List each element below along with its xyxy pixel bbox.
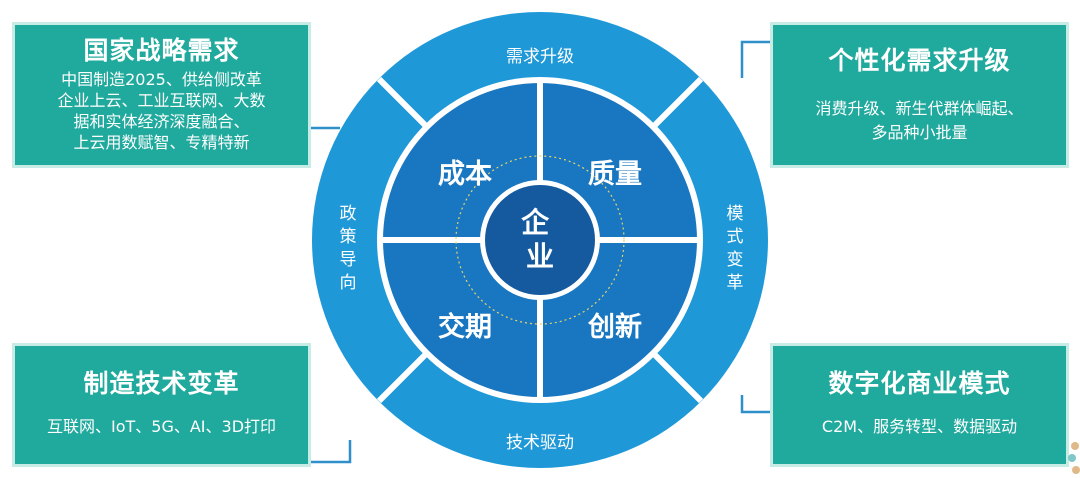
- ring-label-left-char: 策: [340, 227, 357, 247]
- box-description: 中国制造2025、供给侧改革 企业上云、工业互联网、大数 据和实体经济深度融合、…: [15, 69, 308, 153]
- box-personalized-demand: 个性化需求升级 消费升级、新生代群体崛起、 多品种小批量: [770, 22, 1069, 168]
- box-title: 制造技术变革: [83, 369, 240, 398]
- decor-dot: [1068, 454, 1076, 462]
- quadrant-label-delivery: 交期: [438, 311, 492, 343]
- box-description: 互联网、IoT、5G、AI、3D打印: [15, 416, 308, 437]
- ring-label-right: 模 式 变 革: [727, 204, 744, 293]
- box-description: C2M、服务转型、数据驱动: [773, 416, 1066, 437]
- center-label-line: 企: [521, 206, 550, 239]
- connector-bottom-right: [740, 395, 770, 414]
- ring-label-top: 需求升级: [506, 47, 574, 67]
- quadrant-label-cost: 成本: [438, 159, 492, 190]
- box-line: 据和实体经济深度融合、: [73, 112, 250, 131]
- corner-decoration: [1068, 442, 1080, 474]
- ring-gap-top-left: [376, 76, 436, 136]
- box-line: 企业上云、工业互联网、大数: [57, 91, 266, 110]
- ring-label-left-char: 政: [340, 204, 357, 224]
- center-label-line: 业: [526, 240, 554, 273]
- quadrant-label-innovation: 创新: [587, 311, 642, 343]
- ring-label-right-char: 式: [727, 227, 744, 247]
- box-manufacturing-tech: 制造技术变革 互联网、IoT、5G、AI、3D打印: [12, 343, 311, 467]
- decor-dot: [1071, 442, 1079, 450]
- connector-bottom-left: [311, 440, 352, 464]
- ring-label-left-char: 向: [340, 273, 357, 293]
- box-line: 消费升级、新生代群体崛起、: [815, 99, 1024, 118]
- ring-label-left-char: 导: [340, 250, 357, 270]
- ring-gap-bottom-right: [644, 344, 704, 404]
- box-digital-business: 数字化商业模式 C2M、服务转型、数据驱动: [770, 343, 1069, 467]
- ring-label-right-char: 革: [727, 273, 744, 293]
- connector-lines: [311, 40, 770, 464]
- box-line: 多品种小批量: [871, 123, 968, 142]
- box-description: 消费升级、新生代群体崛起、 多品种小批量: [773, 97, 1066, 145]
- ring-gap-bottom-left: [376, 344, 436, 404]
- ring-label-right-char: 变: [727, 250, 744, 270]
- box-line: C2M、服务转型、数据驱动: [821, 417, 1018, 436]
- decor-dot: [1072, 466, 1080, 474]
- box-line: 上云用数赋智、专精特新: [73, 133, 250, 152]
- ring-separators: [376, 76, 704, 404]
- box-line: 互联网、IoT、5G、AI、3D打印: [46, 417, 277, 436]
- box-title: 个性化需求升级: [828, 46, 1011, 75]
- connector-top-right: [740, 40, 770, 78]
- center-circle: [485, 185, 595, 295]
- box-national-strategy: 国家战略需求 中国制造2025、供给侧改革 企业上云、工业互联网、大数 据和实体…: [12, 22, 311, 168]
- box-title: 国家战略需求: [83, 36, 240, 65]
- center-label: 企 业: [521, 206, 559, 273]
- quadrant-label-quality: 质量: [588, 159, 642, 190]
- box-line: 中国制造2025、供给侧改革: [61, 70, 262, 89]
- box-title: 数字化商业模式: [828, 369, 1011, 398]
- ring-label-bottom: 技术驱动: [506, 433, 574, 453]
- ring-label-right-char: 模: [727, 204, 744, 224]
- dotted-ring: [455, 155, 625, 325]
- ring-label-left: 政 策 导 向: [340, 204, 357, 293]
- ring-gap-top-right: [644, 76, 704, 136]
